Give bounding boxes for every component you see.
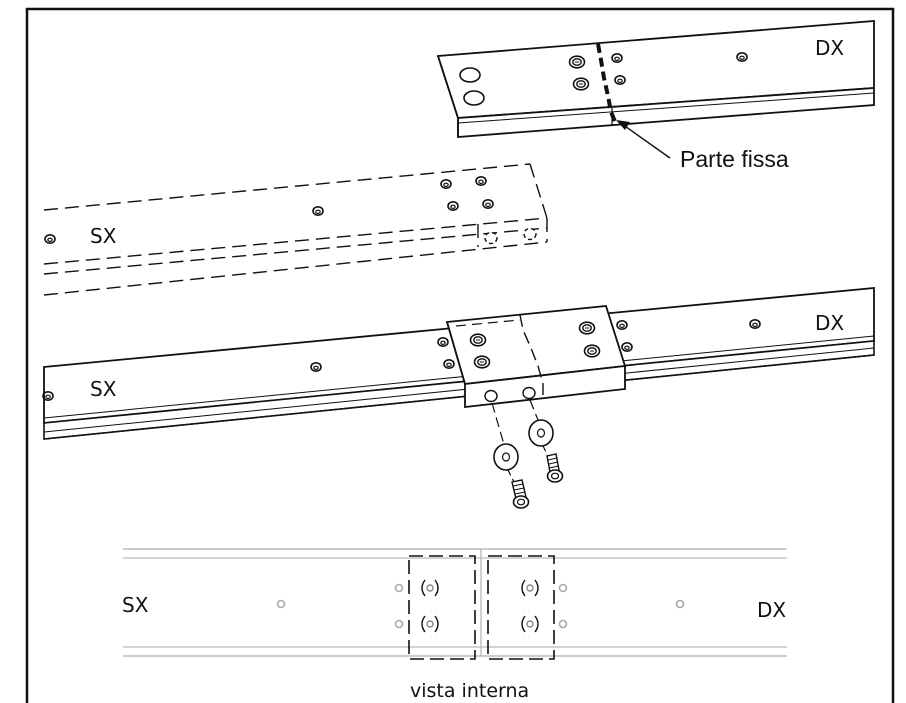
washer-right <box>528 419 554 447</box>
fixed-part-label: Parte fissa <box>680 146 789 172</box>
fasteners <box>491 399 564 509</box>
screw-right <box>546 453 564 483</box>
sx-bar-dashed <box>43 163 548 296</box>
internal-view-caption: vista interna <box>410 680 529 702</box>
washer-left <box>493 443 519 471</box>
internal-view <box>123 548 787 660</box>
screw-left <box>511 479 530 509</box>
sx-label-middle: SX <box>90 224 117 248</box>
dx-bar-detail <box>436 20 875 159</box>
assembled-bar <box>42 287 875 440</box>
sx-label-internal: SX <box>122 593 149 617</box>
dx-label-internal: DX <box>757 598 786 622</box>
dx-label-top: DX <box>815 36 844 60</box>
sx-label-assembled: SX <box>90 377 117 401</box>
dx-label-assembled: DX <box>815 311 844 335</box>
drawing-border <box>25 7 895 703</box>
sx-bar-holes <box>44 176 537 245</box>
